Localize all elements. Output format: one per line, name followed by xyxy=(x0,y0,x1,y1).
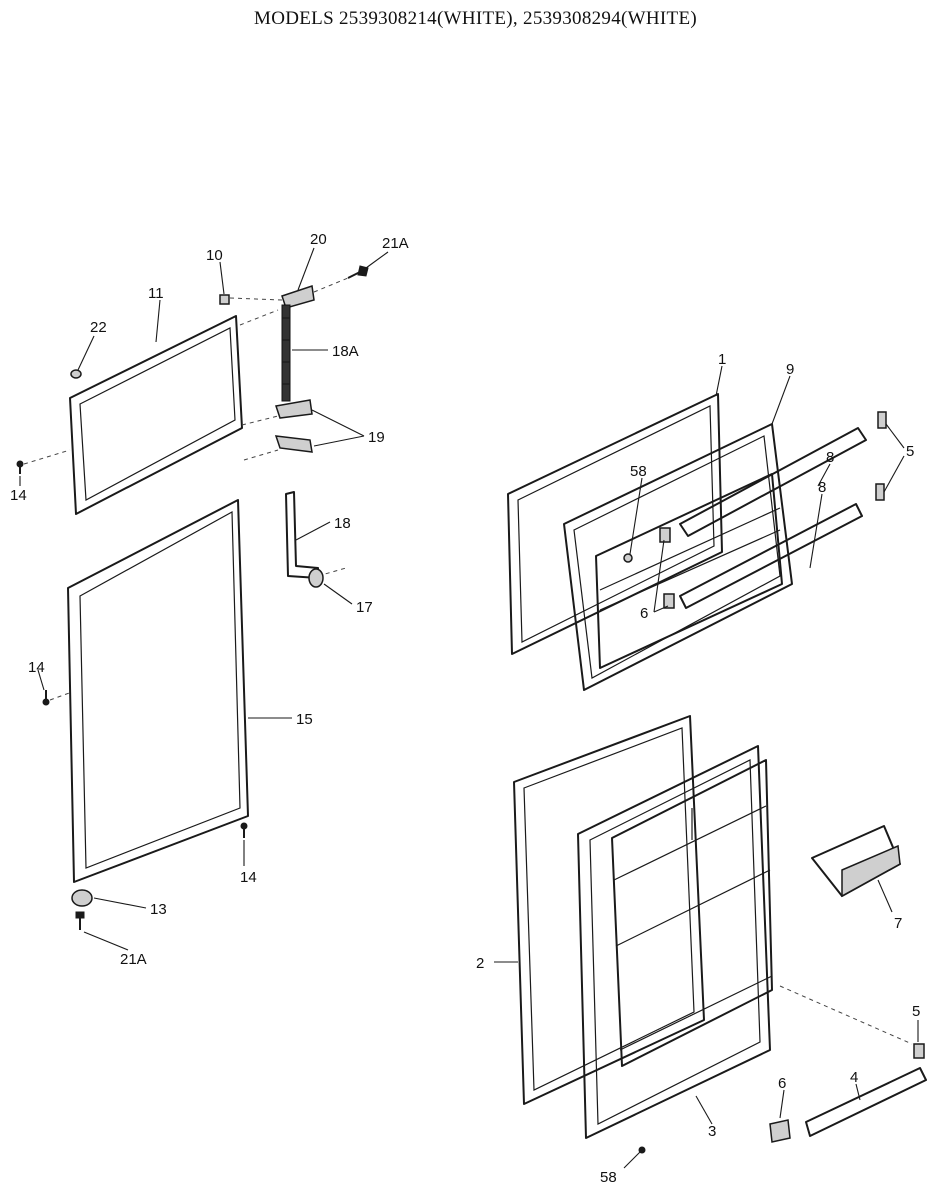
hinge-spring-18A xyxy=(281,304,291,402)
label-22: 22 xyxy=(90,319,107,336)
leader-lines xyxy=(19,247,919,1169)
freezer-door-panel-9 xyxy=(563,423,793,691)
label-58-top: 58 xyxy=(630,463,647,480)
fresh-food-gasket-2 xyxy=(513,715,705,1105)
rail-end-cap-6-bottom xyxy=(769,1119,791,1143)
label-17: 17 xyxy=(356,599,373,616)
bottom-hinge-18 xyxy=(285,491,319,579)
label-10: 10 xyxy=(206,247,223,264)
label-18: 18 xyxy=(334,515,351,532)
top-hinge-20 xyxy=(281,285,315,309)
dairy-door-7 xyxy=(811,825,901,898)
label-6-bottom: 6 xyxy=(778,1075,786,1092)
label-58-bottom: 58 xyxy=(600,1169,617,1186)
label-14-mid: 14 xyxy=(28,659,45,676)
hinge-bushing-17 xyxy=(308,568,324,588)
plug-button-10 xyxy=(219,294,230,305)
fresh-food-door-gasket xyxy=(67,499,249,883)
hinge-pin-19 xyxy=(274,399,313,453)
label-21A-top: 21A xyxy=(382,235,409,252)
screw-14-bottom xyxy=(240,822,248,838)
rail-clip-5-bottom xyxy=(913,1043,925,1059)
label-11: 11 xyxy=(148,285,164,302)
shelf-rail-4 xyxy=(805,1067,927,1137)
door-shelf-rail-8 xyxy=(679,427,867,609)
label-19: 19 xyxy=(368,429,385,446)
label-5-top: 5 xyxy=(906,443,914,460)
screw-14-mid xyxy=(42,690,50,706)
label-14-bottom: 14 xyxy=(240,869,257,886)
label-3: 3 xyxy=(708,1123,716,1140)
label-8-top: 8 xyxy=(826,449,834,466)
plug-button-22 xyxy=(70,369,82,379)
label-13: 13 xyxy=(150,901,167,918)
label-18A: 18A xyxy=(332,343,359,360)
label-2: 2 xyxy=(476,955,484,972)
label-20: 20 xyxy=(310,231,327,248)
rail-end-cap-6-top xyxy=(659,527,675,609)
screw-21A-bottom xyxy=(75,911,85,930)
label-9: 9 xyxy=(786,361,794,378)
label-14-top: 14 xyxy=(10,487,27,504)
plug-58-bottom xyxy=(638,1146,646,1154)
plug-58-top xyxy=(623,553,633,563)
screw-21A-top xyxy=(347,265,369,279)
label-15: 15 xyxy=(296,711,313,728)
screw-14-top xyxy=(16,460,24,474)
label-5-bottom: 5 xyxy=(912,1003,920,1020)
label-21A-bottom: 21A xyxy=(120,951,147,968)
label-8-bottom: 8 xyxy=(818,479,826,496)
rail-clip-5-top xyxy=(875,411,887,501)
bushing-13 xyxy=(71,889,93,907)
freezer-door-gasket-1 xyxy=(507,393,723,655)
diagram-title: MODELS 2539308214(WHITE), 2539308294(WHI… xyxy=(254,8,697,29)
freezer-door-gasket xyxy=(69,315,243,515)
label-7: 7 xyxy=(894,915,902,932)
label-6-top: 6 xyxy=(640,605,648,622)
fresh-food-door-panel-3 xyxy=(577,745,773,1139)
label-4: 4 xyxy=(850,1069,858,1086)
label-1: 1 xyxy=(718,351,726,368)
